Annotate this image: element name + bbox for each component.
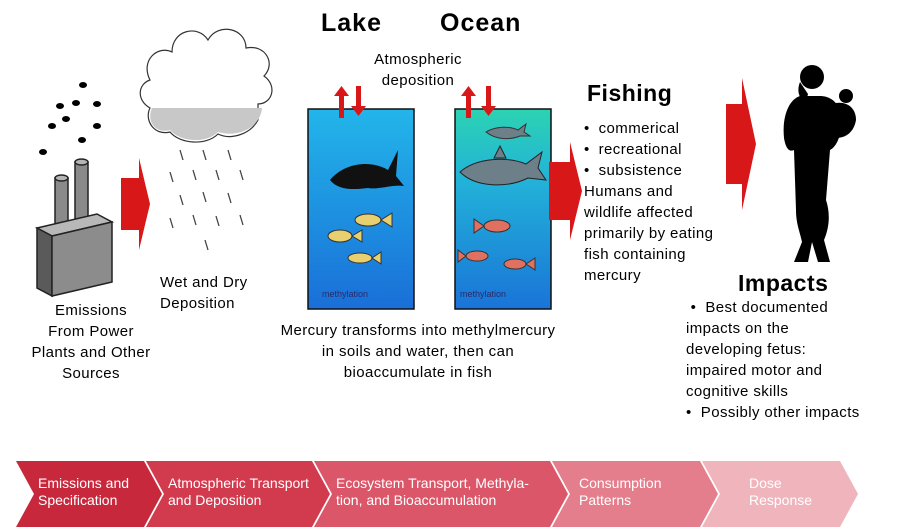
step-emissions: Emissions and Specification	[38, 475, 129, 509]
step-atmospheric-line-1: Atmospheric Transport	[168, 475, 309, 492]
fishing-heading: Fishing	[587, 80, 672, 107]
fishing-block: commerical recreational subsistence Huma…	[584, 118, 754, 286]
transform-line-2: in soils and water, then can	[240, 341, 596, 362]
atmospheric-deposition-label: Atmospheric deposition	[348, 49, 488, 91]
deposition-line-2: Deposition	[160, 293, 300, 314]
fishing-bullet-recreational: recreational	[584, 139, 754, 160]
impacts-block: • Best documented impacts on the develop…	[686, 297, 918, 423]
fishing-line-5: mercury	[584, 265, 754, 286]
step-ecosystem-line-1: Ecosystem Transport, Methyla-	[336, 475, 529, 492]
impacts-bullet-2: • Possibly other impacts	[686, 402, 918, 423]
impacts-line-2: impacts on the	[686, 318, 918, 339]
lake-tank-icon	[308, 109, 414, 309]
step-dose-line-1: Dose	[749, 475, 812, 492]
deposition-label: Wet and Dry Deposition	[160, 272, 300, 314]
cloud-icon	[140, 29, 272, 142]
smoke-icon	[39, 82, 101, 155]
factory-icon	[37, 159, 112, 296]
ocean-methylation-label: methylation	[460, 289, 506, 299]
fishing-bullet-commercial: commerical	[584, 118, 754, 139]
step-emissions-line-2: Specification	[38, 492, 129, 509]
lake-heading: Lake	[321, 9, 382, 38]
red-arrow-2-icon	[549, 142, 582, 240]
transform-line-1: Mercury transforms into methylmercury	[240, 320, 596, 341]
step-consumption: Consumption Patterns	[579, 475, 662, 509]
fishing-line-1: Humans and	[584, 181, 754, 202]
emissions-label: Emissions From Power Plants and Other So…	[0, 300, 182, 384]
emissions-line-1: Emissions	[0, 300, 182, 321]
impacts-line-6: Possibly other impacts	[701, 404, 860, 421]
step-consumption-line-1: Consumption	[579, 475, 662, 492]
impacts-line-3: developing fetus:	[686, 339, 918, 360]
step-atmospheric-line-2: and Deposition	[168, 492, 309, 509]
atmospheric-line-1: Atmospheric	[348, 49, 488, 70]
impacts-line-1: Best documented	[705, 299, 828, 316]
emissions-line-2: From Power	[0, 321, 182, 342]
emissions-line-3: Plants and Other	[0, 342, 182, 363]
atmospheric-line-2: deposition	[348, 70, 488, 91]
fishing-line-4: fish containing	[584, 244, 754, 265]
process-steps: Emissions and Specification Atmospheric …	[0, 461, 921, 527]
lake-methylation-label: methylation	[322, 289, 368, 299]
impacts-line-4: impaired motor and	[686, 360, 918, 381]
fishing-bullet-subsistence: subsistence	[584, 160, 754, 181]
rain-icon	[170, 150, 243, 250]
impacts-heading: Impacts	[738, 270, 828, 297]
fishing-line-3: primarily by eating	[584, 223, 754, 244]
ocean-heading: Ocean	[440, 9, 521, 38]
step-dose-line-2: Response	[749, 492, 812, 509]
step-dose: Dose Response	[749, 475, 812, 509]
step-atmospheric: Atmospheric Transport and Deposition	[168, 475, 309, 509]
red-arrow-1-icon	[121, 158, 150, 250]
deposition-line-1: Wet and Dry	[160, 272, 300, 293]
ocean-tank-icon	[455, 109, 551, 309]
step-ecosystem-line-2: tion, and Bioaccumulation	[336, 492, 529, 509]
step-emissions-line-1: Emissions and	[38, 475, 129, 492]
transform-line-3: bioaccumulate in fish	[240, 362, 596, 383]
impacts-bullet-1: • Best documented	[686, 297, 918, 318]
impacts-line-5: cognitive skills	[686, 381, 918, 402]
step-consumption-line-2: Patterns	[579, 492, 662, 509]
mercury-transform-label: Mercury transforms into methylmercury in…	[240, 320, 596, 383]
fishing-bullets: commerical recreational subsistence	[584, 118, 754, 181]
fishing-line-2: wildlife affected	[584, 202, 754, 223]
mother-and-child-silhouette-icon	[784, 65, 856, 262]
emissions-line-4: Sources	[0, 363, 182, 384]
step-ecosystem: Ecosystem Transport, Methyla- tion, and …	[336, 475, 529, 509]
